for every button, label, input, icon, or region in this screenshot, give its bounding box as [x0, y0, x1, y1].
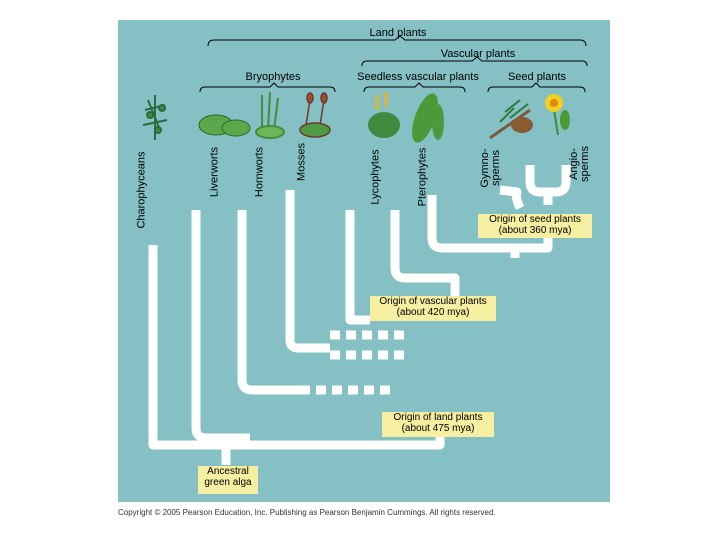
taxon-pterophytes: Pterophytes: [416, 147, 429, 207]
branch-gymnosperms: [427, 195, 520, 258]
brace-land-plants: [207, 35, 587, 47]
branch-pterophytes: [390, 210, 460, 300]
event-origin-land-plants: Origin of land plants (about 475 mya): [382, 412, 494, 437]
branch-hornworts: [237, 210, 300, 395]
copyright-notice: Copyright © 2005 Pearson Education, Inc.…: [118, 508, 496, 517]
label-vascular-plants: Vascular plants: [440, 48, 516, 60]
taxon-charophyceans: Charophyceans: [135, 151, 148, 229]
seed-event-line2: (about 360 mya): [498, 225, 572, 236]
ancestor-line1: Ancestral: [207, 466, 249, 477]
label-seedless-vascular-plants: Seedless vascular plants: [357, 71, 479, 83]
vascular-event-line1: Origin of vascular plants: [379, 296, 487, 307]
gymnosperms-line2: sperms: [490, 149, 502, 187]
brace-seedless-vascular: [363, 82, 466, 93]
pterophyte-illustration: [412, 93, 444, 143]
taxon-liverworts: Liverworts: [208, 146, 221, 198]
branch-mosses: [285, 190, 330, 353]
hornwort-illustration: [255, 91, 285, 139]
label-bryophytes: Bryophytes: [245, 71, 301, 83]
brace-seed-plants: [487, 82, 586, 93]
vascular-event-line2: (about 420 mya): [396, 307, 470, 318]
land-event-line2: (about 475 mya): [401, 423, 475, 434]
angiosperm-illustration: [545, 94, 570, 136]
taxon-lycophytes: Lycophytes: [369, 149, 382, 205]
branch-seed-plants: [499, 185, 525, 211]
label-land-plants: Land plants: [369, 27, 427, 39]
brace-bryophytes: [199, 82, 336, 93]
branch-lycophytes: [345, 210, 370, 325]
seed-event-line1: Origin of seed plants: [489, 214, 581, 225]
ancestor-line2: green alga: [204, 477, 252, 488]
branch-charophyceans: [148, 245, 231, 465]
moss-illustration: [299, 92, 331, 138]
taxon-angiosperms: Angio- sperms: [568, 145, 591, 183]
label-seed-plants: Seed plants: [507, 71, 567, 83]
branch-angiosperms: [525, 165, 571, 197]
lycophyte-illustration: [368, 92, 400, 138]
ancestral-green-alga-box: Ancestral green alga: [198, 466, 258, 494]
event-origin-vascular-plants: Origin of vascular plants (about 420 mya…: [370, 296, 496, 321]
liverwort-illustration: [198, 114, 251, 137]
event-origin-seed-plants: Origin of seed plants (about 360 mya): [478, 214, 592, 238]
taxon-mosses: Mosses: [295, 143, 308, 181]
charophycean-illustration: [142, 95, 168, 140]
gymnosperm-illustration: [489, 99, 533, 140]
angiosperms-line2: sperms: [579, 145, 591, 183]
branch-liverworts: [191, 210, 250, 443]
brace-vascular-plants: [361, 56, 588, 67]
land-event-line1: Origin of land plants: [393, 412, 483, 423]
taxon-hornworts: Hornworts: [253, 146, 266, 198]
taxon-gymnosperms: Gymno- sperms: [479, 148, 502, 187]
